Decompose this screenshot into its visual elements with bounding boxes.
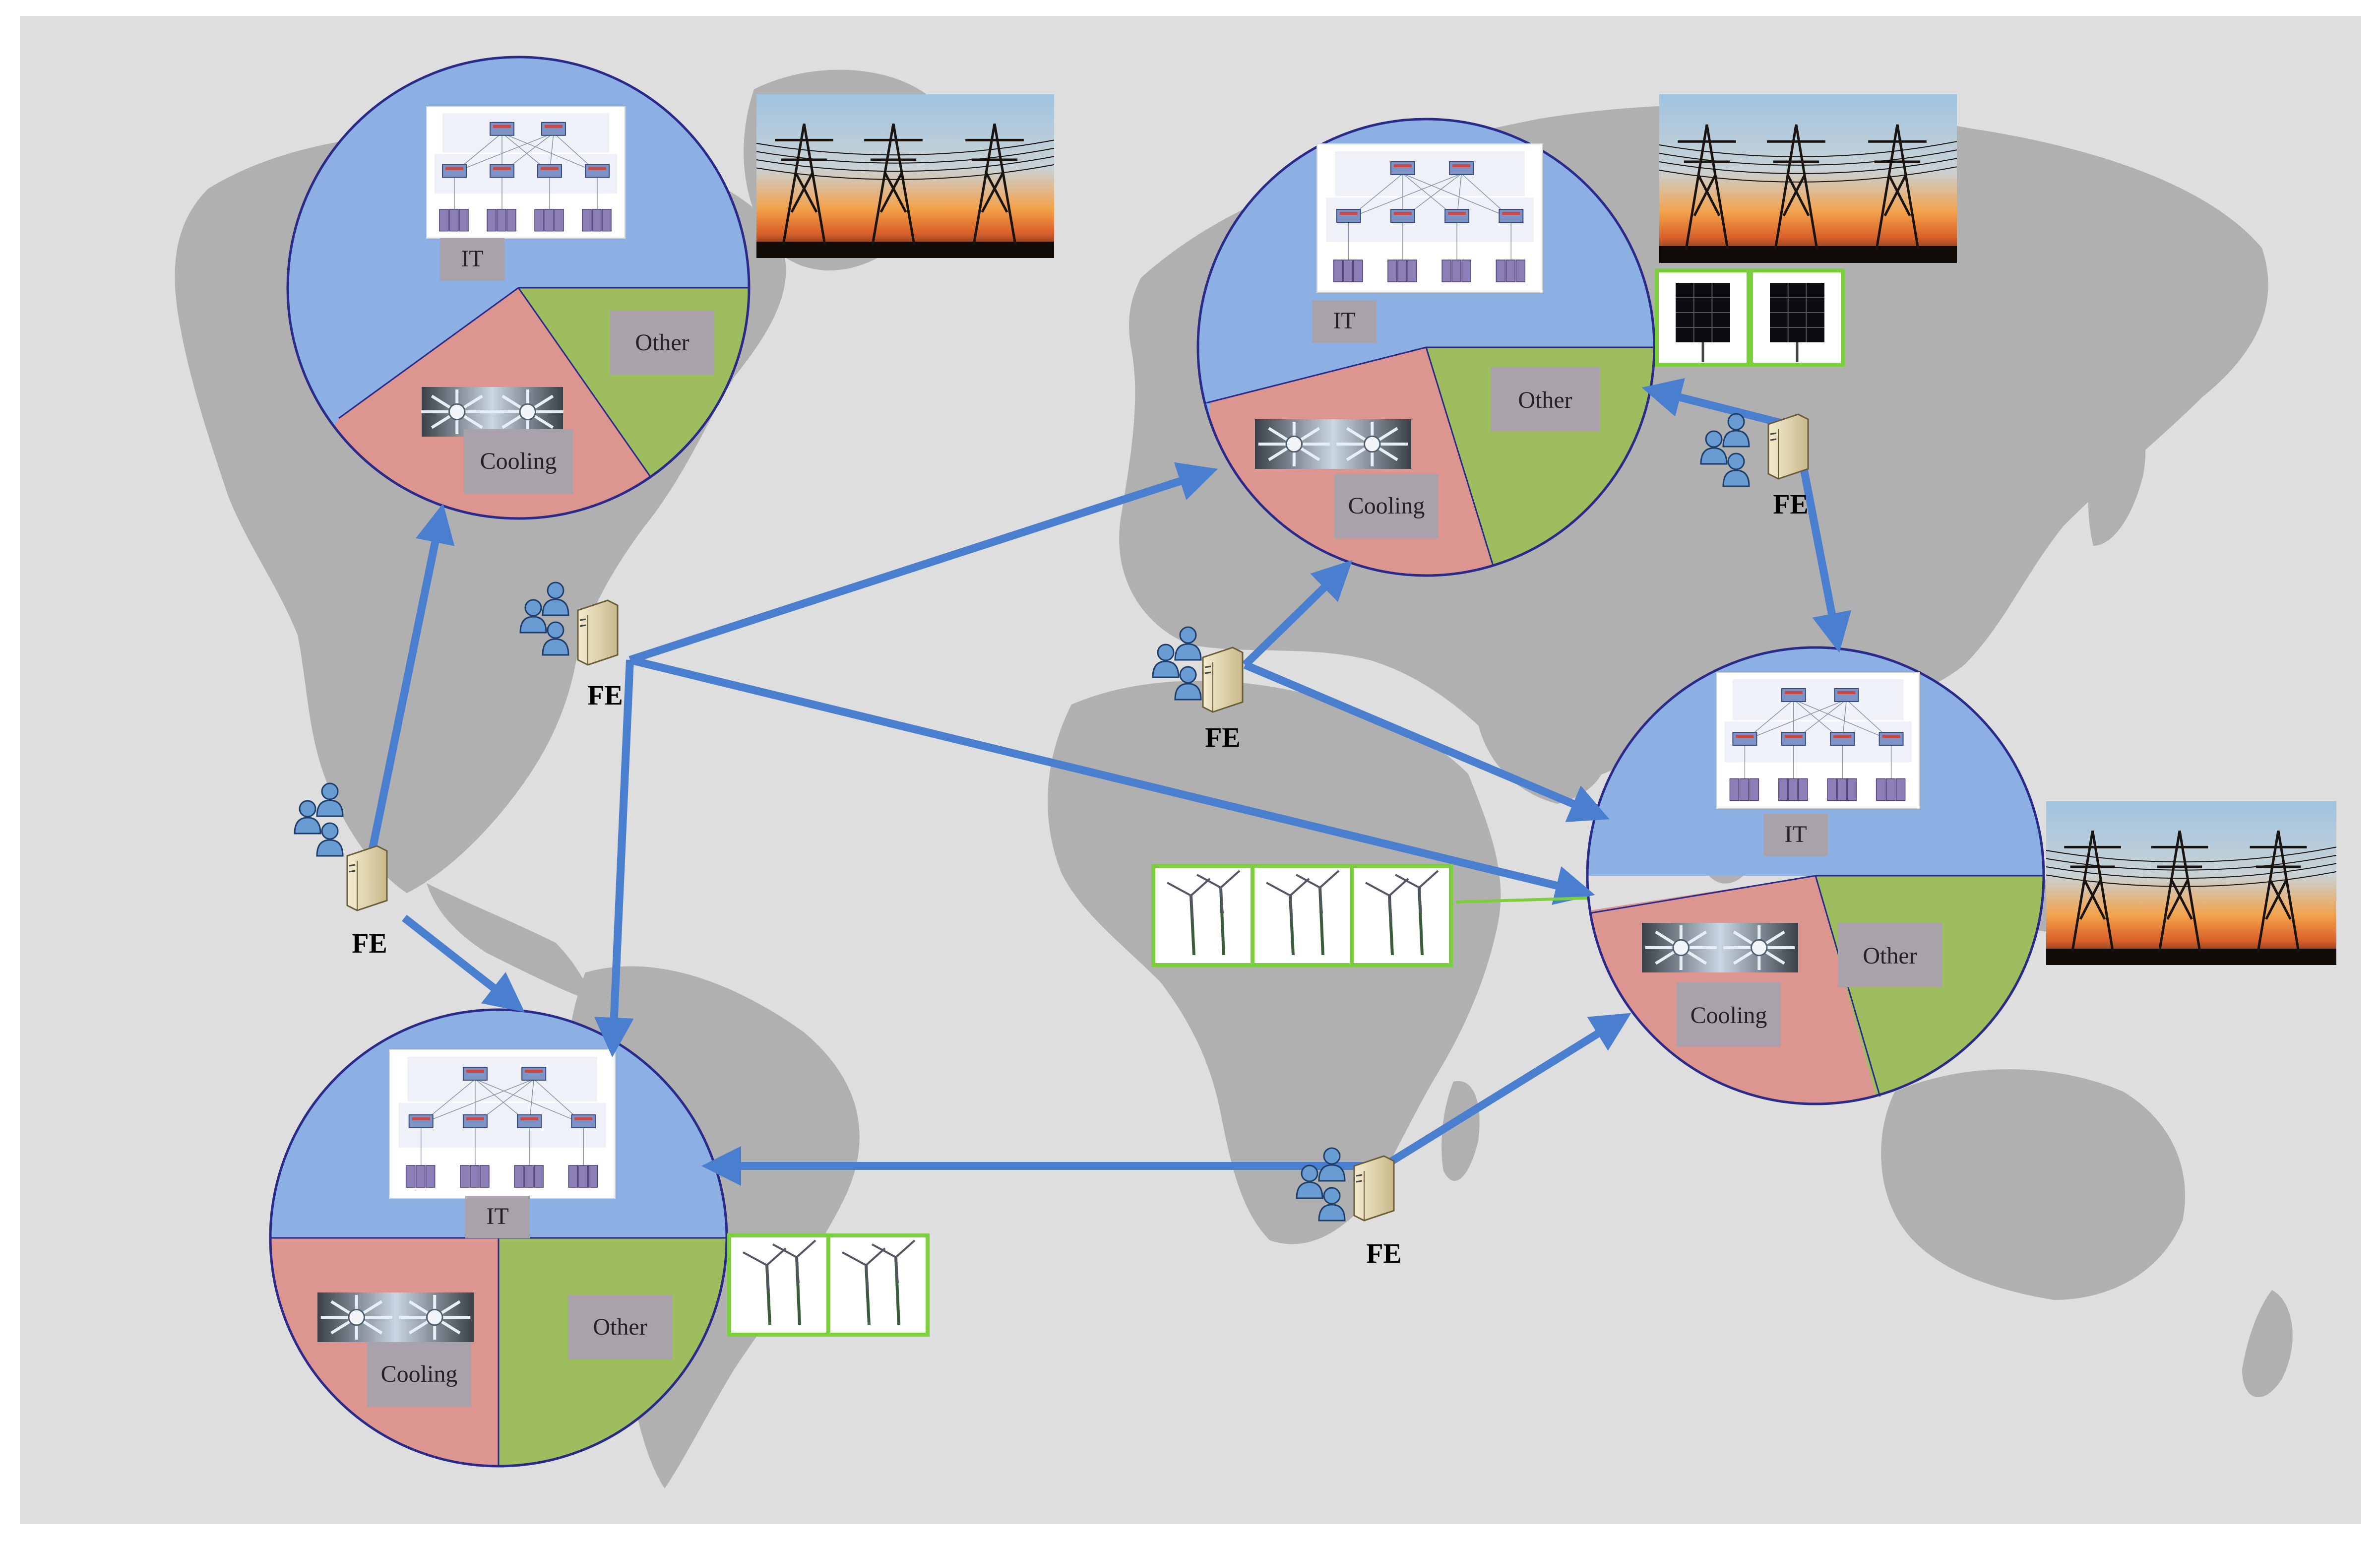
arrow-med-to-asia: [1243, 661, 1610, 822]
front-end-us-east: FE: [519, 581, 623, 711]
front-end-russia: FE: [1700, 413, 1809, 520]
wind-farm-link: [1455, 897, 1588, 904]
arrow-med-to-eu: [1242, 560, 1353, 668]
label-it: IT: [461, 246, 483, 272]
wind-turbine-icon: [1251, 864, 1354, 967]
wind-turbine-icon: [727, 1233, 830, 1337]
server-icon: [1767, 413, 1809, 480]
request-routing-arrows: [366, 378, 1852, 1186]
label-other: Other: [1518, 387, 1572, 413]
pie-outline: [286, 56, 751, 520]
front-end-south-africa: FE: [1296, 1147, 1402, 1269]
arrow-russia-to-eu: [1641, 378, 1797, 431]
user-group-icon: [1296, 1147, 1346, 1222]
cooling-fan-icon: [1255, 419, 1411, 469]
cooling-fan-icon: [421, 387, 564, 437]
wind-turbine-icon: [826, 1233, 930, 1337]
arrow-useast-to-eu: [628, 462, 1218, 664]
user-group-icon: [1700, 413, 1750, 487]
arrow-useast-to-sa: [594, 659, 634, 1057]
network-topology-icon: [1716, 672, 1920, 809]
front-end-us-west: FE: [294, 782, 388, 959]
front-end-mediterranean: FE: [1152, 626, 1244, 753]
pie-outline: [1196, 118, 1656, 577]
solar-panel-icon: [1749, 268, 1845, 367]
user-group-icon: [294, 782, 344, 857]
transmission-tower-icon: [756, 94, 1055, 258]
label-cooling: Cooling: [1691, 1002, 1767, 1029]
transmission-tower-icon: [2046, 801, 2337, 965]
server-icon: [577, 599, 619, 666]
network-topology-icon: [389, 1049, 616, 1199]
wind-turbine-icon: [1151, 864, 1254, 967]
label-it: IT: [1333, 308, 1355, 334]
user-group-icon: [1152, 626, 1202, 701]
server-icon: [1353, 1155, 1395, 1222]
arrow-uswest-to-sa: [402, 914, 525, 1012]
slice-labels: IT Other Cooling IT Other Cooling IT Oth…: [367, 238, 1942, 1407]
server-icon: [1202, 646, 1244, 713]
server-icon: [346, 845, 388, 911]
label-it: IT: [1784, 821, 1807, 847]
cooling-fan-icon: [1642, 923, 1798, 972]
fe-label: FE: [1773, 489, 1809, 520]
label-cooling: Cooling: [381, 1361, 458, 1387]
solar-panel-icon: [1655, 268, 1751, 367]
fe-label: FE: [352, 928, 387, 959]
label-other: Other: [1863, 943, 1917, 969]
network-topology-icon: [1316, 143, 1543, 293]
network-topology-icon: [426, 106, 626, 239]
label-cooling: Cooling: [1348, 493, 1425, 519]
label-other: Other: [593, 1314, 647, 1340]
transmission-tower-icon: [1659, 94, 1957, 263]
fe-label: FE: [587, 680, 623, 711]
label-other: Other: [635, 329, 689, 356]
arrow-uswest-to-na: [366, 503, 455, 864]
fe-label: FE: [1366, 1238, 1402, 1269]
user-group-icon: [519, 581, 569, 656]
label-it: IT: [486, 1203, 508, 1229]
arrow-useast-to-asia: [629, 656, 1595, 905]
fe-label: FE: [1205, 722, 1241, 753]
wind-turbine-icon: [1350, 864, 1453, 967]
cooling-fan-icon: [317, 1292, 474, 1342]
label-cooling: Cooling: [480, 448, 557, 474]
arrow-sa-fe-to-asia: [1381, 1013, 1631, 1169]
